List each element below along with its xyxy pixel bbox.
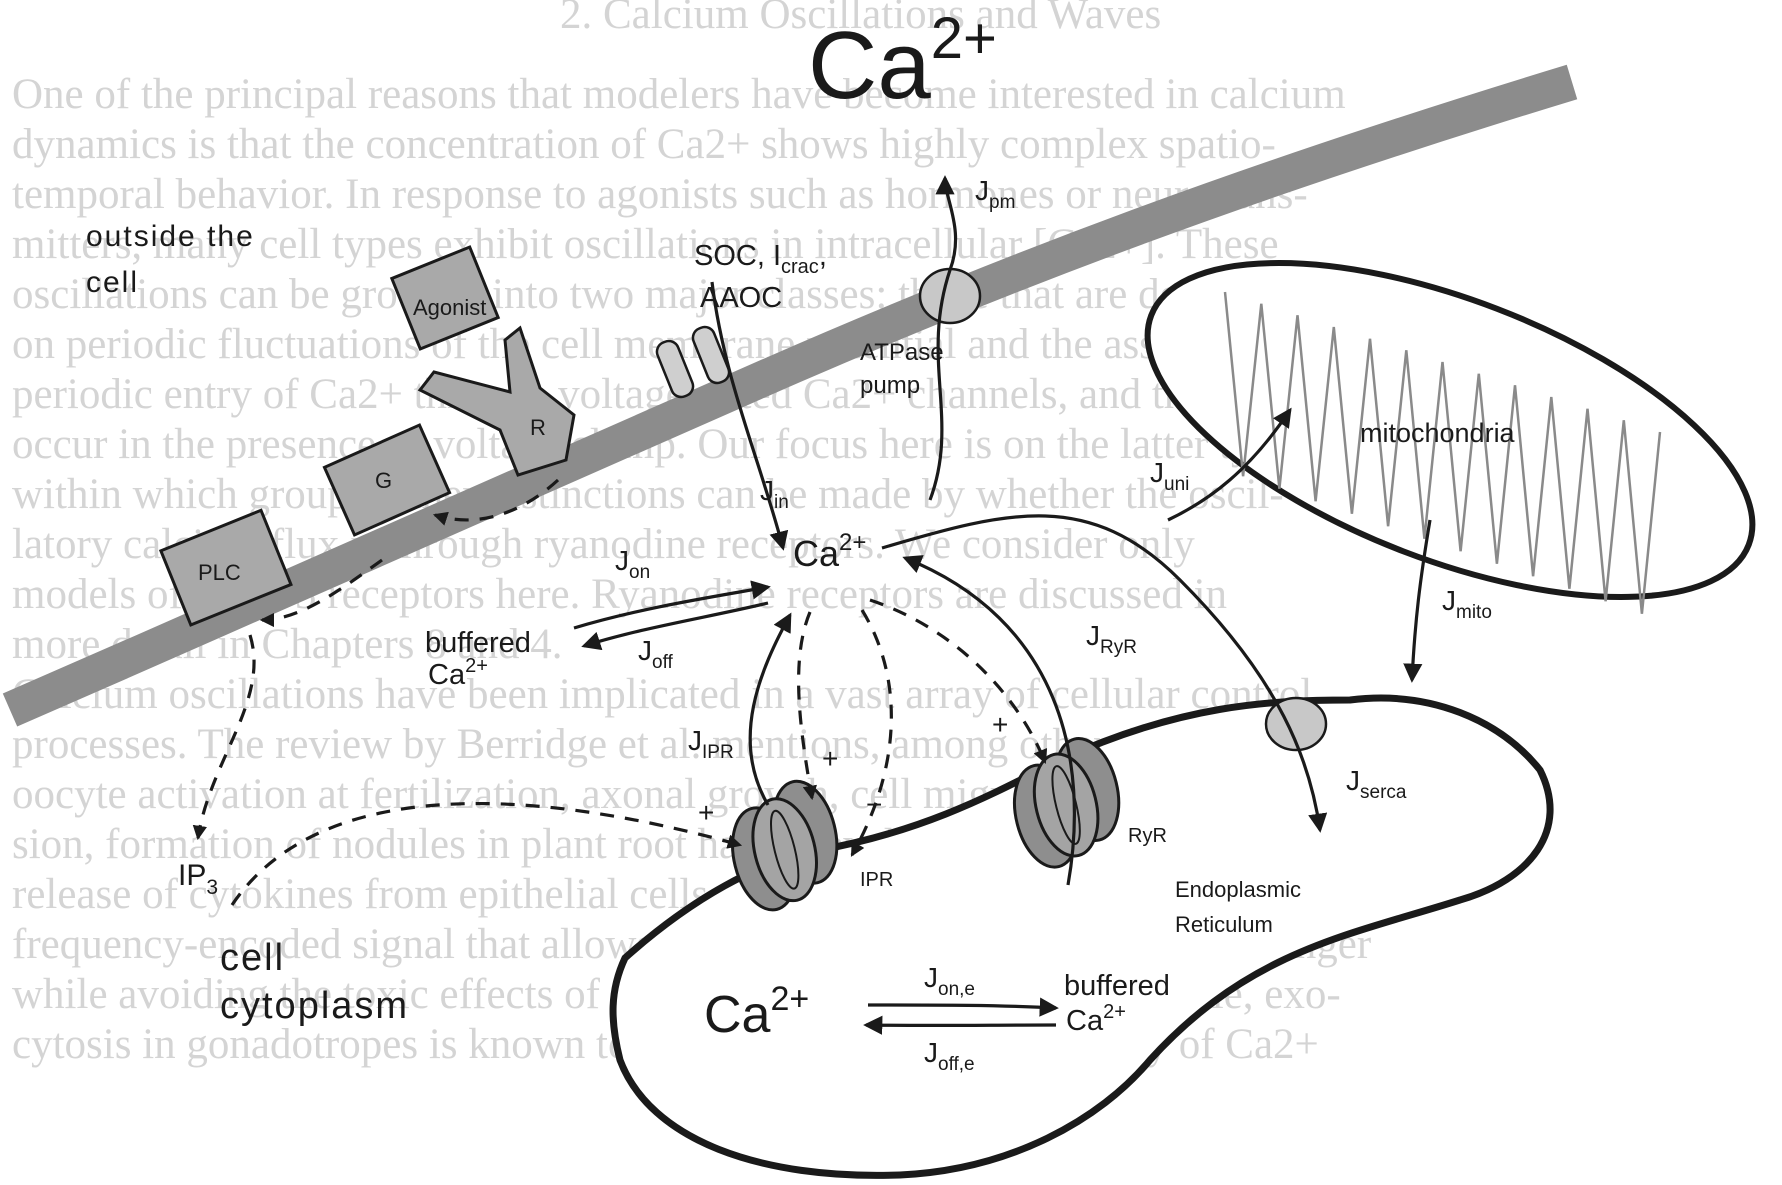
jryr-label: JRyR xyxy=(1086,620,1137,658)
jmito-label: Jmito xyxy=(1442,585,1492,623)
sign-ip3-ipr: + xyxy=(698,797,714,828)
background-text-line: Calcium oscillations have been implicate… xyxy=(12,671,1312,718)
mitochondria-label: mitochondria xyxy=(1360,418,1516,448)
g-protein-label: G xyxy=(375,468,392,493)
background-text-line: temporal behavior. In response to agonis… xyxy=(12,171,1308,218)
ipr-label: IPR xyxy=(860,869,893,891)
cytoplasm-label: cell xyxy=(220,937,285,979)
er-label-line2: Reticulum xyxy=(1175,912,1273,937)
background-text-line: within which group further distinctions … xyxy=(12,471,1284,518)
sign-ca-ryr: + xyxy=(992,709,1008,740)
sign-ca-ipr-plus: + xyxy=(822,743,838,774)
atpase-label-line2: pump xyxy=(860,372,920,399)
sign-ca-ipr-minus: − xyxy=(866,789,882,820)
outside-cell-label-line2: cell xyxy=(86,266,139,299)
er-buffered-label: buffered xyxy=(1064,970,1170,1002)
receptor-label: R xyxy=(530,415,546,440)
background-text-line: One of the principal reasons that modele… xyxy=(12,71,1346,118)
er-label: Endoplasmic xyxy=(1175,877,1301,902)
joff-label: Joff xyxy=(638,635,674,673)
background-text-line: on periodic fluctuations of the cell mem… xyxy=(12,321,1280,368)
background-text-line: oscillations can be grouped into two maj… xyxy=(12,271,1315,318)
atpase-label: ATPase xyxy=(860,339,944,366)
background-text-line: dynamics is that the concentration of Ca… xyxy=(12,121,1276,168)
cytoplasm-label-line2: cytoplasm xyxy=(220,985,409,1027)
agonist-label: Agonist xyxy=(413,295,486,320)
outside-cell-label: outside the xyxy=(86,220,255,253)
atpase-pump xyxy=(920,269,980,323)
plc-label: PLC xyxy=(198,560,241,585)
ryr-label: RyR xyxy=(1128,825,1167,847)
